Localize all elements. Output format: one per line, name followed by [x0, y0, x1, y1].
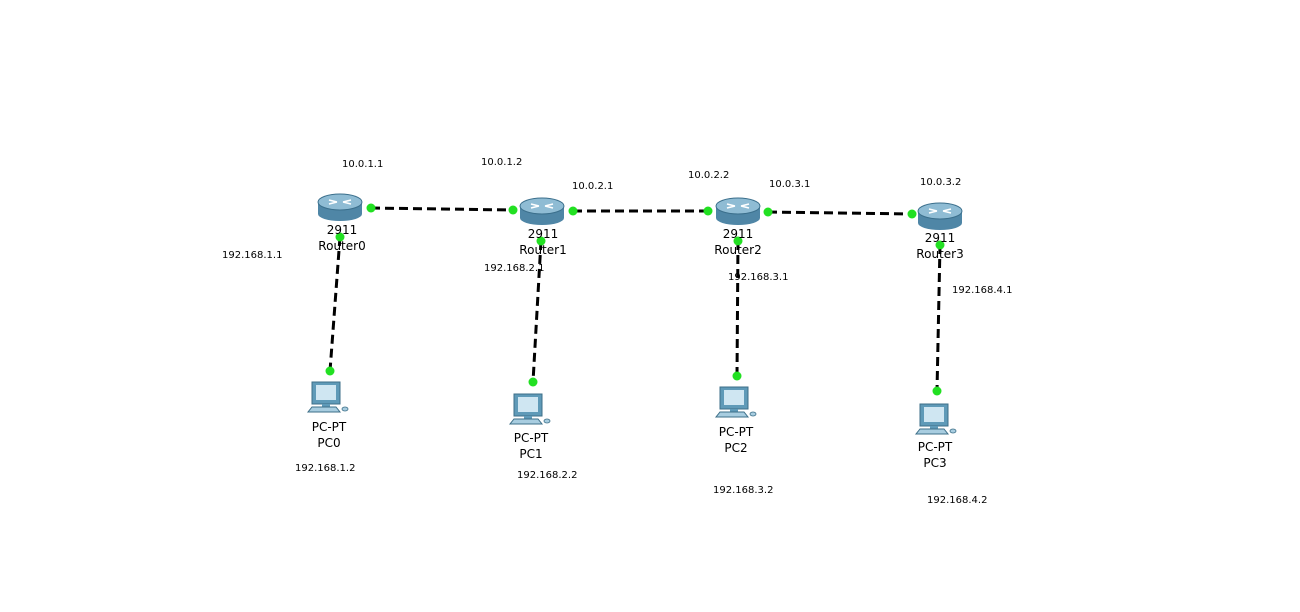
router3-model-label: 2911 [924, 231, 956, 245]
router0-router-icon[interactable] [317, 193, 363, 221]
link-r3-p3[interactable] [935, 244, 942, 392]
ip-label-r3-lan: 192.168.4.1 [952, 285, 1013, 296]
router2-router-icon[interactable] [715, 197, 761, 225]
link-r1-r2-status-dot-b [703, 206, 713, 216]
link-r3-p3-status-dot-b [932, 386, 942, 396]
ip-label-r0-lan: 192.168.1.1 [222, 250, 283, 261]
link-r2-r3-status-dot-b [907, 209, 917, 219]
link-r3-p3-status-dot-a [935, 240, 945, 250]
ip-label-pc1: 192.168.2.2 [517, 470, 578, 481]
link-r2-r3[interactable] [767, 210, 913, 216]
pc3-model-label: PC-PT [917, 440, 953, 454]
link-r0-p0-status-dot-b [325, 366, 335, 376]
ip-label-pc3: 192.168.4.2 [927, 495, 988, 506]
router1-model-label: 2911 [527, 227, 559, 241]
devices-layer [306, 193, 963, 435]
ip-label-r2-wan-left: 10.0.2.2 [688, 170, 730, 181]
router3-name-label: Router3 [916, 247, 964, 261]
pc2-computer-icon[interactable] [714, 386, 757, 418]
link-r1-p1-status-dot-b [528, 377, 538, 387]
pc1-computer-icon[interactable] [508, 393, 551, 425]
link-r2-r3-status-dot-a [763, 207, 773, 217]
pc0-name-label: PC0 [317, 436, 341, 450]
ip-label-r2-lan: 192.168.3.1 [728, 272, 789, 283]
link-r0-p0-status-dot-a [335, 232, 345, 242]
ip-label-r2-wan-right: 10.0.3.1 [769, 179, 811, 190]
router2-model-label: 2911 [722, 227, 754, 241]
ip-label-r1-wan-right: 10.0.2.1 [572, 181, 614, 192]
router0-model-label: 2911 [326, 223, 358, 237]
ip-label-r1-wan-left: 10.0.1.2 [481, 157, 523, 168]
pc1-model-label: PC-PT [513, 431, 549, 445]
link-r1-p1-status-dot-a [536, 236, 546, 246]
link-r2-p2-status-dot-a [733, 236, 743, 246]
router0-name-label: Router0 [318, 239, 366, 253]
link-r2-p2-status-dot-b [732, 371, 742, 381]
router1-name-label: Router1 [519, 243, 567, 257]
pc3-computer-icon[interactable] [914, 403, 957, 435]
link-r0-r1[interactable] [370, 206, 514, 212]
pc2-name-label: PC2 [724, 441, 748, 455]
pc0-computer-icon[interactable] [306, 381, 349, 413]
ip-label-pc2: 192.168.3.2 [713, 485, 774, 496]
link-r0-r1-status-dot-a [366, 203, 376, 213]
ip-label-r3-wan: 10.0.3.2 [920, 177, 962, 188]
ip-label-r1-lan: 192.168.2.1 [484, 263, 545, 274]
links-layer [328, 206, 942, 392]
ip-label-pc0: 192.168.1.2 [295, 463, 356, 474]
link-r1-p1[interactable] [531, 240, 543, 383]
link-r1-r2-status-dot-a [568, 206, 578, 216]
router3-router-icon[interactable] [917, 202, 963, 230]
pc0-model-label: PC-PT [311, 420, 347, 434]
pc3-name-label: PC3 [923, 456, 947, 470]
link-r2-p2[interactable] [735, 240, 740, 377]
link-r0-r1-status-dot-b [508, 205, 518, 215]
ip-label-r0-wan: 10.0.1.1 [342, 159, 384, 170]
pc1-name-label: PC1 [519, 447, 543, 461]
router2-name-label: Router2 [714, 243, 762, 257]
link-r0-p0[interactable] [328, 236, 342, 372]
link-status-dots [325, 203, 945, 396]
router1-router-icon[interactable] [519, 197, 565, 225]
pc2-model-label: PC-PT [718, 425, 754, 439]
